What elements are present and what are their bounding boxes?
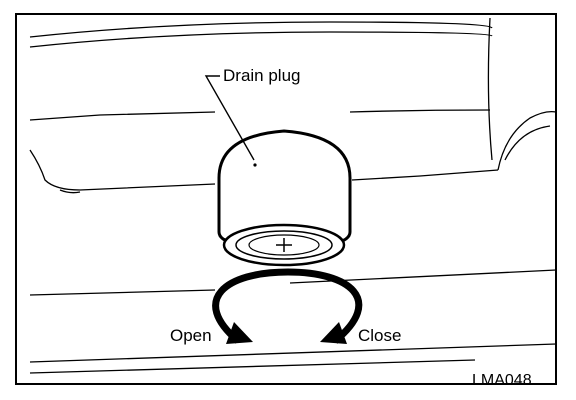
open-arrowhead	[226, 322, 253, 344]
close-label: Close	[358, 326, 402, 345]
figure-border	[15, 13, 557, 385]
open-label: Open	[170, 326, 212, 345]
figure-code: LMA048	[472, 372, 532, 389]
close-arrowhead	[320, 322, 347, 344]
drain-plug-label: Drain plug	[221, 66, 303, 85]
drain-plug-leader	[204, 75, 255, 161]
plus-icon	[276, 238, 292, 252]
drain-plug	[217, 129, 352, 267]
circular-arrow-icon	[212, 268, 363, 344]
